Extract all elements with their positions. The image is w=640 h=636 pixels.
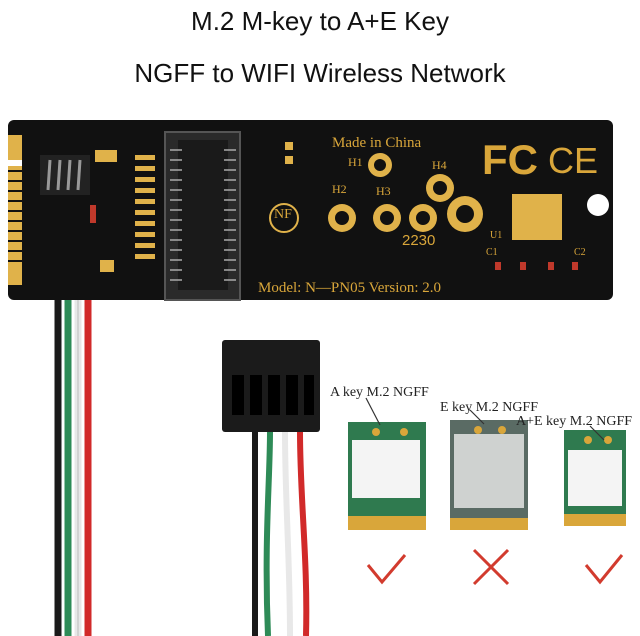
size-label: 2230 (402, 232, 436, 249)
card-e-key (450, 420, 528, 530)
cable-bundle (54, 290, 92, 636)
adapter-board (8, 120, 613, 301)
chip-label: U1 (490, 230, 503, 241)
check-icon-ae (584, 554, 624, 585)
model-label: Model: N—PN05 Version: 2.0 (258, 280, 442, 296)
title-line-2: NGFF to WIFI Wireless Network (134, 58, 506, 88)
cross-icon-e (472, 548, 510, 586)
fcc-logo: FC (482, 136, 538, 183)
hole-h4-label: H4 (432, 158, 447, 172)
card-a-key (348, 422, 426, 530)
nf-label: NF (274, 207, 292, 222)
title-line-1: M.2 M-key to A+E Key (191, 6, 449, 36)
card-ae-label: A+E key M.2 NGFF (516, 414, 633, 429)
ce-logo: CE (548, 140, 599, 181)
cap-c1-label: C1 (486, 247, 498, 258)
header-connector (222, 340, 320, 432)
nf-logo-icon (269, 203, 299, 233)
card-a-label: A key M.2 NGFF (330, 385, 429, 400)
connector-wires (252, 431, 310, 636)
card-e-label: E key M.2 NGFF (440, 400, 539, 415)
hole-h1-label: H1 (348, 155, 363, 169)
made-in-label: Made in China (332, 135, 422, 151)
check-icon-a (366, 554, 407, 585)
card-ae-key (564, 430, 626, 526)
hole-h3-label: H3 (376, 184, 391, 198)
cap-c2-label: C2 (574, 247, 586, 258)
hole-h2-label: H2 (332, 182, 347, 196)
